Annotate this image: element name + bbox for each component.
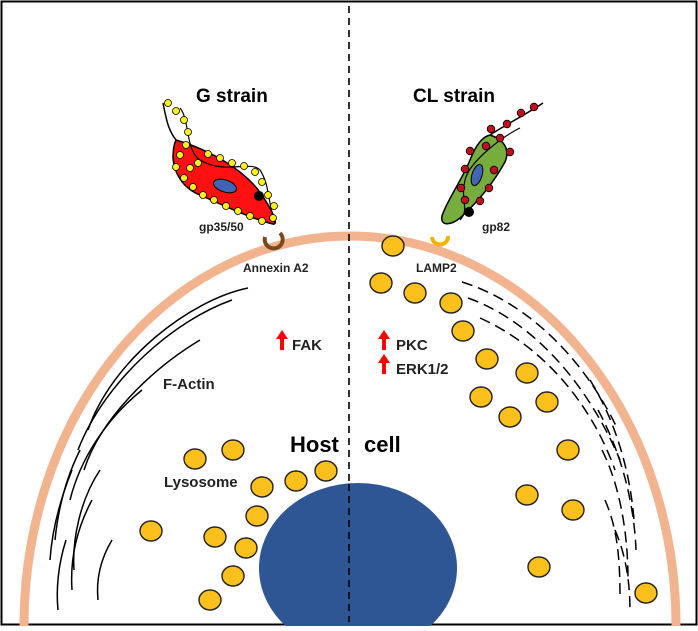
lysosome xyxy=(556,439,580,461)
lysosome xyxy=(245,505,269,527)
lysosome xyxy=(203,526,227,548)
arrow-up-erk xyxy=(378,354,390,374)
g-strain-title: G strain xyxy=(196,86,268,107)
g-strain-kinetoplast xyxy=(212,178,238,194)
lysosome xyxy=(183,448,207,470)
host-label: Host xyxy=(290,432,340,457)
fak-label: FAK xyxy=(292,337,322,354)
nucleus xyxy=(259,483,457,631)
lysosome xyxy=(561,499,585,521)
lysosome xyxy=(198,589,222,611)
lysosome xyxy=(469,386,493,408)
lysosome xyxy=(221,565,245,587)
gp35-50-label: gp35/50 xyxy=(199,220,244,234)
lysosome xyxy=(381,235,405,257)
lysosome xyxy=(475,348,499,370)
lysosome xyxy=(451,320,475,342)
lysosome xyxy=(515,484,539,506)
f-actin-left xyxy=(49,287,249,611)
signal-arrows xyxy=(276,330,390,374)
gp82-label: gp82 xyxy=(482,220,510,234)
lysosome xyxy=(139,520,163,542)
receptor-gp35-50 xyxy=(262,231,285,251)
lysosome xyxy=(634,582,658,604)
cl-strain-title: CL strain xyxy=(413,86,495,107)
arrow-up-fak xyxy=(276,330,288,350)
lysosome xyxy=(403,282,427,304)
cl-strain-basal-body xyxy=(464,207,474,217)
receptor-gp82 xyxy=(430,235,450,247)
lysosome-group xyxy=(139,235,658,611)
g-strain-flagellum xyxy=(162,102,177,141)
erk-label: ERK1/2 xyxy=(396,361,449,378)
annexin-a2-label: Annexin A2 xyxy=(243,261,309,275)
cl-strain-kinetoplast xyxy=(470,163,484,187)
lysosome xyxy=(535,391,559,413)
lysosome xyxy=(221,439,245,461)
cl-strain-parasite xyxy=(441,102,544,225)
lamp2-label: LAMP2 xyxy=(416,261,457,275)
g-strain-basal-body xyxy=(254,191,264,201)
pkc-label: PKC xyxy=(396,337,428,354)
lysosome-label: Lysosome xyxy=(164,474,238,491)
cl-strain-surface-dots xyxy=(456,102,539,206)
cell-membrane xyxy=(19,231,681,627)
g-strain-surface-dots xyxy=(164,99,278,225)
lysosome xyxy=(369,272,393,294)
arrow-up-pkc xyxy=(378,330,390,350)
lysosome xyxy=(234,537,258,559)
f-actin-right xyxy=(461,281,637,613)
g-strain-parasite xyxy=(162,99,278,225)
cl-strain-flagellum xyxy=(489,102,544,136)
lysosome xyxy=(250,476,274,498)
lysosome xyxy=(515,362,539,384)
lysosome xyxy=(439,292,463,314)
cell-label: cell xyxy=(364,432,401,457)
lysosome xyxy=(527,556,551,578)
lysosome xyxy=(314,460,338,482)
f-actin-label: F-Actin xyxy=(163,376,215,393)
lysosome xyxy=(498,406,522,428)
lysosome xyxy=(284,470,308,492)
